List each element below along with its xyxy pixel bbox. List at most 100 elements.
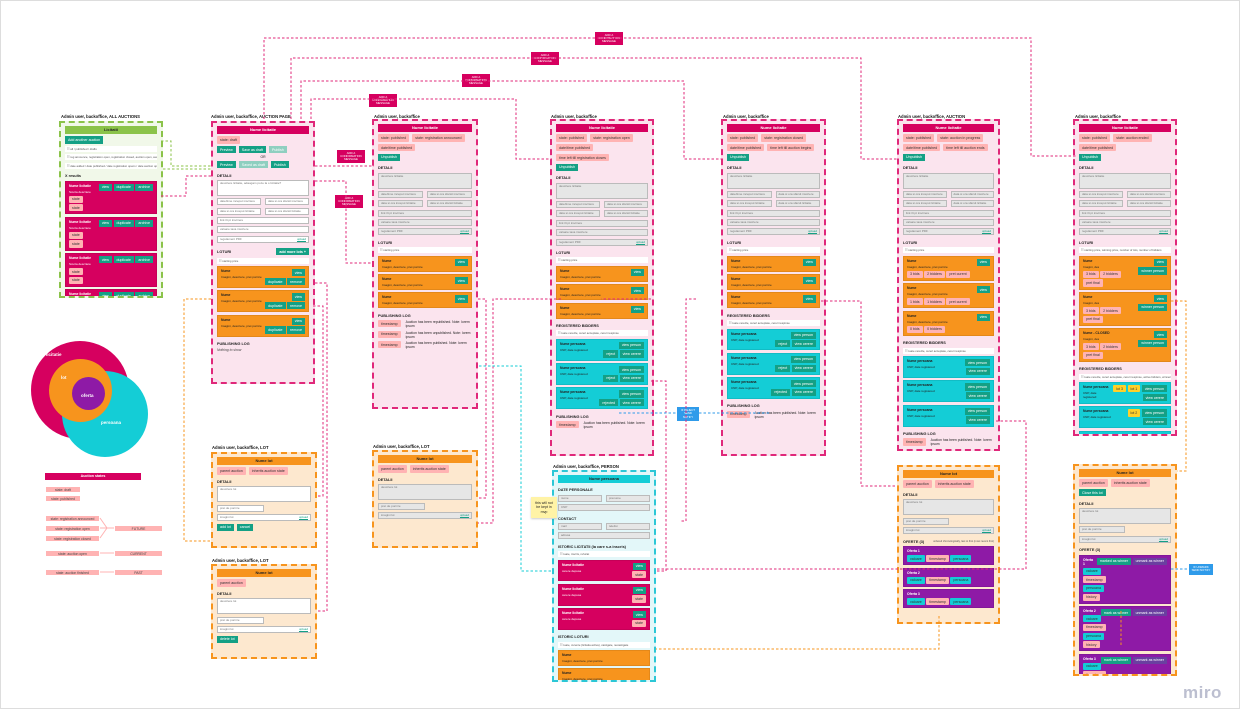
upload-link[interactable]: upload: [298, 627, 308, 632]
winner-person-button[interactable]: winner person: [1138, 339, 1167, 348]
input-field[interactable]: link tlt pt inscriere: [903, 209, 994, 217]
view-button[interactable]: view: [976, 313, 990, 321]
input-field[interactable]: data si ora sfarsit inscriere: [775, 190, 820, 198]
view-button[interactable]: view: [454, 295, 468, 303]
input-field[interactable]: data si ora inceput licitatie: [217, 207, 261, 215]
view-cerere-button[interactable]: view cerere: [619, 399, 644, 407]
view-person-button[interactable]: view person: [1141, 433, 1167, 434]
archive-button[interactable]: archive: [135, 256, 153, 264]
input-field[interactable]: adresa: [558, 532, 650, 540]
view-person-button[interactable]: view person: [618, 390, 644, 398]
state-button[interactable]: state: [632, 595, 646, 603]
input-field[interactable]: descriere licitatie, adaugam poze la o l…: [217, 179, 309, 196]
view-button[interactable]: view: [976, 258, 990, 266]
upload-link[interactable]: upload: [459, 229, 469, 234]
input-field[interactable]: telefon: [606, 522, 650, 530]
lot-2-button[interactable]: lot 2: [1127, 409, 1141, 417]
mark-as-winner-button[interactable]: mark as winner: [1100, 609, 1132, 617]
input-field[interactable]: pret de pornire: [903, 517, 949, 525]
unmark-as-winner-button[interactable]: unmark as winner: [1132, 656, 1167, 664]
duplicate-button[interactable]: duplicate: [265, 277, 286, 286]
marked-as-winner-button[interactable]: marked as winner: [1096, 557, 1132, 565]
publish-button[interactable]: Publish: [270, 160, 289, 169]
reject-button[interactable]: reject: [775, 364, 791, 372]
upload-link[interactable]: upload: [635, 239, 645, 244]
filter-bar[interactable]: ☷ toate cererile, cereri acceptate, cere…: [556, 330, 648, 337]
input-field[interactable]: valoare taxa inscriere: [378, 219, 472, 227]
view-button[interactable]: view: [630, 287, 644, 295]
saved-as-draft-button[interactable]: Saved as draft: [238, 160, 268, 169]
filter-bar[interactable]: ☷ toate, curente (licitatia activa), cas…: [558, 641, 650, 648]
input-field[interactable]: date/time inceput inscriere: [556, 201, 600, 209]
unmark-as-winner-button[interactable]: unmark as winner: [1132, 557, 1167, 565]
winner-person-button[interactable]: winner person: [1138, 267, 1167, 275]
input-field[interactable]: valoare taxa inscriere: [217, 226, 309, 234]
rejected-button[interactable]: rejected: [599, 399, 619, 407]
input-field[interactable]: mail: [558, 522, 602, 530]
view-cerere-button[interactable]: view cerere: [965, 392, 990, 400]
filter-bar[interactable]: ☷ starting price: [217, 257, 309, 264]
remove-button[interactable]: remove: [287, 302, 305, 310]
duplicate-button[interactable]: duplicate: [113, 219, 134, 227]
mark-as-winner-button[interactable]: mark as winner: [1100, 656, 1132, 664]
view-button[interactable]: view: [632, 586, 646, 594]
duplicate-button[interactable]: duplicate: [113, 292, 134, 296]
input-field[interactable]: descriere licitatie: [1079, 172, 1171, 189]
input-field[interactable]: valoare taxa inscriere: [903, 219, 994, 227]
close-this-lot-button[interactable]: Close this lot: [1079, 488, 1106, 497]
view-button[interactable]: view: [98, 256, 113, 264]
reject-button[interactable]: reject: [603, 374, 619, 382]
input-field[interactable]: data si ora sfarsit licitatie: [427, 200, 472, 208]
remove-button[interactable]: remove: [287, 326, 305, 334]
archive-button[interactable]: archive: [135, 219, 153, 227]
filter-bar[interactable]: ☷ starting price: [556, 257, 648, 264]
filter-bar[interactable]: ☷ starting price: [378, 247, 472, 254]
unmark-as-winner-button[interactable]: unmark as winner: [1132, 609, 1167, 617]
reject-button[interactable]: reject: [603, 350, 619, 358]
input-field[interactable]: valoare taxa inscriere: [1079, 219, 1171, 227]
view-cerere-button[interactable]: view cerere: [791, 340, 816, 348]
filter-bar[interactable]: ☷ toate cererile, cereri acceptate, cere…: [1079, 373, 1171, 380]
input-field[interactable]: pret de pornire: [217, 616, 264, 624]
view-button[interactable]: view: [291, 293, 305, 301]
archive-button[interactable]: archive: [135, 292, 153, 296]
duplicate-button[interactable]: duplicate: [113, 256, 134, 264]
input-field[interactable]: CNP: [558, 504, 650, 512]
filter-bar[interactable]: ☷ starting price, winning price, number …: [1079, 247, 1171, 254]
view-button[interactable]: view: [291, 269, 305, 277]
input-field[interactable]: data si ora inceput licitatie: [556, 210, 600, 218]
input-field[interactable]: descriere licitatie: [903, 172, 994, 189]
save-as-draft-button[interactable]: Save as draft: [238, 145, 266, 154]
input-field[interactable]: data si ora sfarsit inscriere: [950, 190, 994, 198]
input-field[interactable]: link tlt pt inscriere: [727, 209, 820, 217]
view-cerere-button[interactable]: view cerere: [619, 350, 644, 358]
input-field[interactable]: descriere licitatie: [378, 172, 472, 189]
unpublish-button[interactable]: Unpublish: [556, 163, 578, 171]
view-person-button[interactable]: view person: [964, 407, 990, 415]
input-field[interactable]: data si ora sfarsit licitatie: [775, 200, 820, 208]
input-field[interactable]: nume: [558, 494, 602, 502]
view-button[interactable]: view: [1153, 258, 1167, 266]
input-field[interactable]: data si ora sfarsit licitatie: [604, 210, 648, 218]
